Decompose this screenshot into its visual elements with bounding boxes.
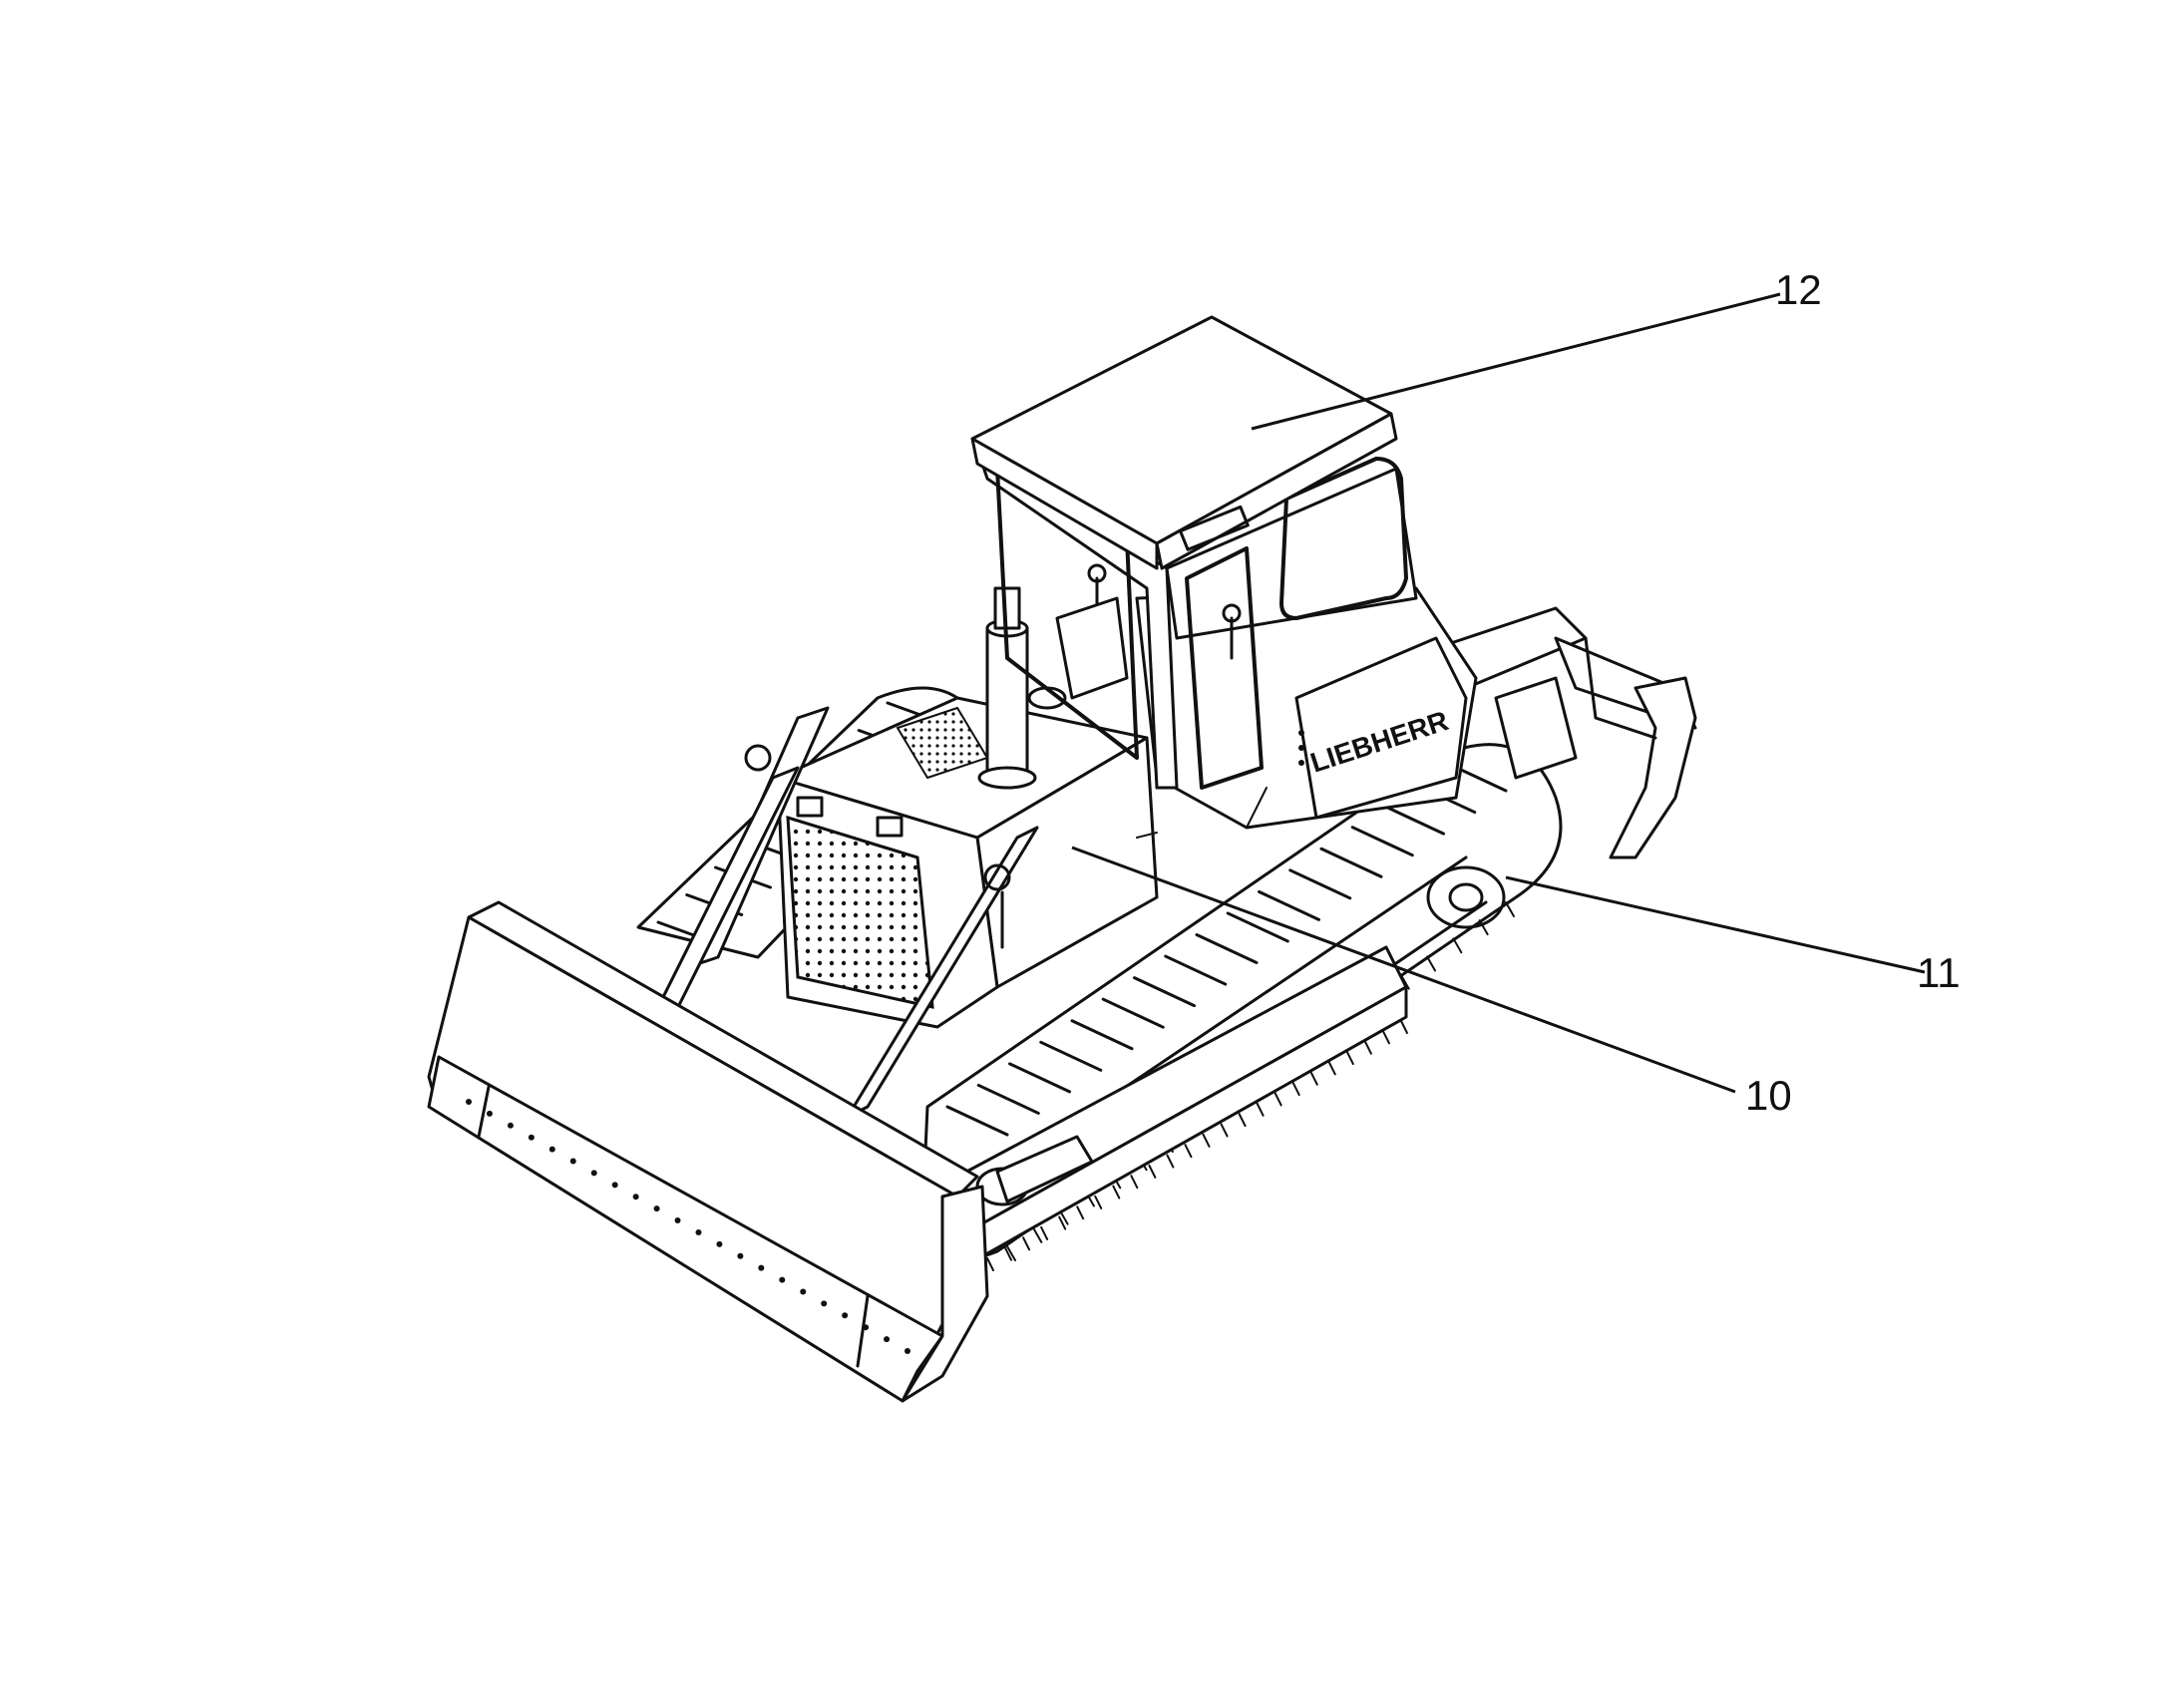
operator-cab: LIEBHERR [970, 315, 1478, 830]
callout-10-label: 10 [1745, 1072, 1792, 1119]
dozer-blade [427, 900, 989, 1403]
callout-labels: 12 11 10 [1745, 266, 1961, 1119]
leader-11 [1505, 875, 1926, 974]
push-frame [955, 945, 1408, 1271]
leader-10 [1071, 846, 1736, 1094]
rear-ripper [1434, 606, 1697, 859]
callout-12-label: 12 [1775, 266, 1822, 313]
detail-lines [1000, 787, 1268, 949]
leader-12 [1251, 292, 1781, 431]
callout-11-label: 11 [1917, 949, 1961, 996]
callout-leaders [1071, 292, 1926, 1094]
lift-cylinders [641, 706, 1039, 1119]
engine-hood [776, 586, 1159, 1029]
